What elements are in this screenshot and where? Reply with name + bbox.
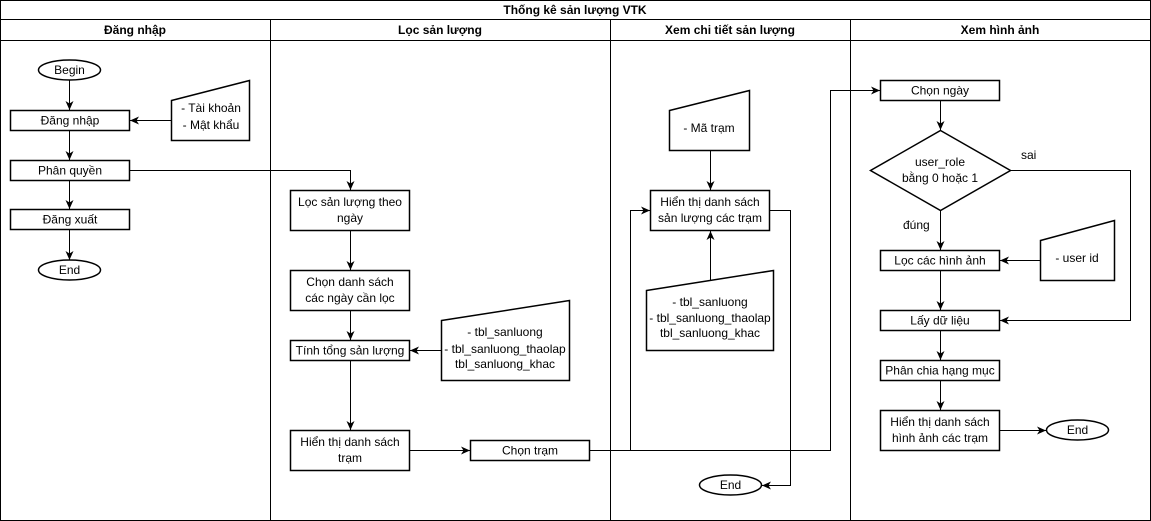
login-connectors — [65, 80, 355, 260]
lane-header-filter: Lọc sản lượng — [398, 23, 482, 37]
images-connectors — [936, 101, 1131, 435]
svg-text:- tbl_sanluong_thaolap: - tbl_sanluong_thaolap — [444, 342, 566, 356]
svg-text:Lấy dữ liệu: Lấy dữ liệu — [910, 314, 969, 328]
svg-text:các ngày cần lọc: các ngày cần lọc — [305, 291, 394, 305]
user-id-input: - user id — [1039, 219, 1116, 282]
filter-tables-input: - tbl_sanluong - tbl_sanluong_thaolap tb… — [440, 299, 571, 382]
svg-text:End: End — [59, 263, 80, 277]
svg-text:- tbl_sanluong: - tbl_sanluong — [672, 295, 747, 309]
station-code-input: - Mã trạm — [668, 89, 751, 152]
svg-text:- tbl_sanluong_thaolap: - tbl_sanluong_thaolap — [649, 311, 771, 325]
detail-end-node: End — [698, 474, 763, 496]
yes-branch-label: đúng — [903, 218, 930, 232]
svg-text:Hiển thị danh sách: Hiển thị danh sách — [300, 435, 399, 449]
show-output-step: Hiển thị danh sách sản lượng các trạm — [649, 189, 771, 232]
lane-header-images: Xem hình ảnh — [961, 23, 1040, 37]
svg-text:Chọn trạm: Chọn trạm — [502, 444, 558, 458]
choose-date-step: Chọn ngày — [879, 79, 1001, 102]
filter-by-date-step: Lọc sản lượng theo ngày — [289, 189, 411, 232]
svg-text:End: End — [720, 478, 741, 492]
get-data-step: Lấy dữ liệu — [879, 309, 1001, 332]
svg-text:Begin: Begin — [54, 63, 85, 77]
svg-text:ngày: ngày — [337, 211, 363, 225]
svg-text:hình ảnh các trạm: hình ảnh các trạm — [892, 431, 988, 445]
svg-text:Tính tổng sản lượng: Tính tổng sản lượng — [296, 344, 405, 358]
svg-text:- user id: - user id — [1055, 251, 1098, 265]
svg-text:Hiển thị danh sách: Hiển thị danh sách — [890, 415, 989, 429]
show-stations-step: Hiển thị danh sách trạm — [289, 429, 411, 472]
svg-text:Phân quyền: Phân quyền — [38, 164, 102, 178]
user-role-decision: user_role bằng 0 hoặc 1 — [868, 129, 1013, 212]
filter-images-step: Lọc các hình ảnh — [879, 249, 1001, 272]
show-images-step: Hiển thị danh sách hình ảnh các trạm — [879, 409, 1001, 452]
svg-text:- Mật khẩu: - Mật khẩu — [183, 118, 240, 132]
svg-text:Hiển thị danh sách: Hiển thị danh sách — [660, 195, 759, 209]
begin-node: Begin — [37, 59, 102, 81]
svg-text:trạm: trạm — [338, 451, 362, 465]
svg-text:tbl_sanluong_khac: tbl_sanluong_khac — [455, 357, 555, 371]
svg-text:- Mã trạm: - Mã trạm — [683, 121, 734, 135]
login-step: Đăng nhập — [9, 109, 131, 132]
svg-text:Đăng xuất: Đăng xuất — [43, 213, 98, 227]
sum-output-step: Tính tổng sản lượng — [289, 339, 411, 362]
svg-text:Lọc các hình ảnh: Lọc các hình ảnh — [894, 254, 985, 268]
svg-text:End: End — [1067, 423, 1088, 437]
svg-text:bằng 0 hoặc 1: bằng 0 hoặc 1 — [902, 170, 978, 185]
credentials-input: - Tài khoản - Mật khẩu — [170, 79, 251, 142]
no-branch-label: sai — [1021, 148, 1036, 162]
svg-text:Phân chia hạng mục: Phân chia hạng mục — [885, 364, 994, 378]
svg-text:- Tài khoản: - Tài khoản — [181, 101, 241, 115]
svg-text:Đăng nhập: Đăng nhập — [41, 114, 100, 128]
lane-header-detail: Xem chi tiết sản lượng — [665, 23, 795, 37]
svg-text:Lọc sản lượng theo: Lọc sản lượng theo — [298, 195, 402, 209]
categorize-step: Phân chia hạng mục — [879, 359, 1001, 382]
logout-step: Đăng xuất — [9, 208, 131, 231]
detail-tables-input: - tbl_sanluong - tbl_sanluong_thaolap tb… — [645, 269, 775, 352]
svg-text:tbl_sanluong_khac: tbl_sanluong_khac — [660, 326, 760, 340]
svg-text:sản lượng các trạm: sản lượng các trạm — [658, 211, 762, 225]
roles-step: Phân quyền — [9, 159, 131, 182]
svg-text:Chọn ngày: Chọn ngày — [911, 84, 969, 98]
svg-text:- tbl_sanluong: - tbl_sanluong — [467, 325, 542, 339]
svg-text:user_role: user_role — [915, 155, 965, 169]
filter-connectors — [346, 86, 880, 455]
choose-station-step: Chọn trạm — [469, 439, 591, 462]
svg-text:Chọn danh sách: Chọn danh sách — [306, 275, 393, 289]
lane-header-login: Đăng nhập — [104, 23, 166, 37]
detail-connectors — [706, 150, 791, 490]
diagram-title: Thống kê sản lượng VTK — [503, 3, 647, 17]
images-end-node: End — [1045, 419, 1110, 441]
choose-dates-step: Chọn danh sách các ngày cần lọc — [289, 269, 411, 312]
login-end-node: End — [37, 259, 102, 281]
